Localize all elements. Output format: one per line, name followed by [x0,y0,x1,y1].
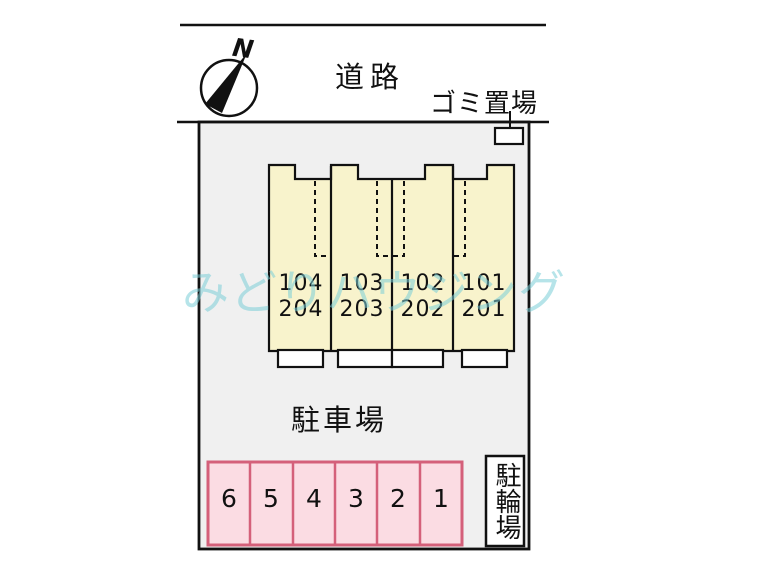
garbage-area-label: ゴミ置場 [429,89,538,119]
bicycle-parking-label: 駐輪場 [491,462,521,540]
unit-number-first-floor: 101 [461,271,507,296]
stairs-dashed-line [376,181,392,257]
entrance-porch [276,348,325,369]
unit-label-103-203: 103 203 [331,271,393,323]
parking-stall-number: 6 [221,484,237,513]
stairs-dashed-line [453,181,466,257]
unit-number-second-floor: 202 [400,297,446,322]
unit-number-second-floor: 201 [461,297,507,322]
unit-number-second-floor: 204 [278,297,324,322]
unit-label-104-204: 104 204 [270,271,332,323]
unit-number-first-floor: 104 [278,271,324,296]
unit-number-first-floor: 102 [400,271,446,296]
garbage-area-box [493,126,525,146]
parking-lot-label: 駐車場 [290,403,387,437]
bicycle-parking-box [484,454,526,548]
compass-needle-icon [205,53,247,113]
parking-stall-number: 2 [390,484,406,513]
parking-stall-number: 5 [263,484,279,513]
entrance-porch [336,348,394,369]
unit-label-101-201: 101 201 [453,271,515,323]
stairs-dashed-line [314,181,331,257]
parking-stall-number: 3 [348,484,364,513]
road-label: 道路 [334,60,405,94]
unit-number-first-floor: 103 [339,271,385,296]
unit-label-102-202: 102 202 [392,271,454,323]
entrance-porch [390,348,445,369]
compass-north-label: N [230,32,256,65]
parking-stall-number: 4 [306,484,322,513]
entrance-porch [460,348,509,369]
unit-number-second-floor: 203 [339,297,385,322]
parking-stall-number: 1 [433,484,449,513]
stairs-dashed-line [392,181,405,257]
